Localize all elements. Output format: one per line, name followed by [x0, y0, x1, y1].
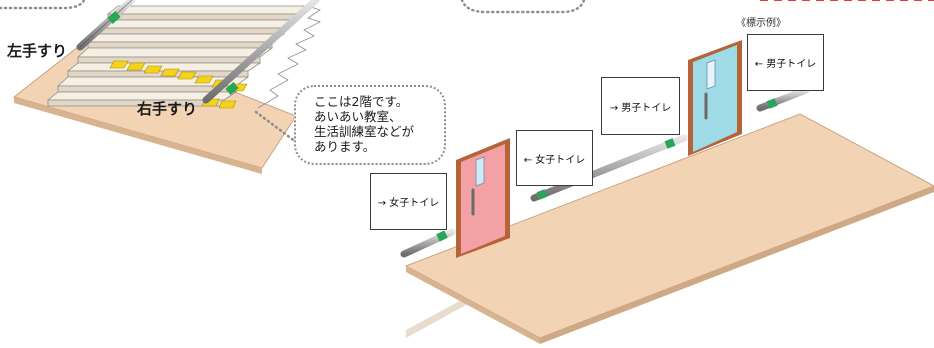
- sign-womens-left: ← 女子トイレ: [516, 130, 593, 186]
- sign-mens-right: → 男子トイレ: [601, 77, 680, 135]
- right-handrail-grip: [225, 81, 239, 96]
- left-handrail-outline: [79, 0, 133, 48]
- corridor: [400, 40, 934, 344]
- corridor-floor-edge-front: [540, 186, 934, 344]
- leader-line-bubble: [254, 110, 298, 144]
- example-caption: 《標示例》: [736, 18, 786, 29]
- corridor-floor: [404, 113, 934, 339]
- bubble-edge-top-center: [460, 0, 586, 14]
- corridor-handrail-1-grip: [436, 230, 448, 242]
- corridor-handrail-2: [530, 134, 688, 202]
- sign-mens-left: ← 男子トイレ: [747, 34, 824, 91]
- stair-side-profile: [257, 5, 322, 109]
- left-handrail-grip: [107, 10, 121, 25]
- leader-line-top-left: [0, 0, 86, 10]
- corridor-floor-edge-left: [406, 266, 540, 344]
- corridor-handrail-2-grip-right: [664, 138, 676, 149]
- staircase: [12, 0, 322, 174]
- info-bubble-line-1: ここは2階です。: [314, 94, 409, 109]
- info-bubble: ここは2階です。 あいあい教室、 生活訓練室などが あります。: [294, 85, 446, 165]
- womens-door-window: [475, 156, 485, 187]
- mens-door-window: [706, 59, 716, 90]
- stair-steps: [46, 5, 310, 107]
- mens-door-panel: [693, 45, 737, 152]
- left-handrail-label: 左手すり: [7, 42, 68, 60]
- info-bubble-line-4: あります。: [314, 139, 376, 154]
- sign-womens-right: → 女子トイレ: [370, 173, 447, 230]
- info-bubble-line-2: あいあい教室、: [314, 109, 402, 124]
- womens-door: [456, 138, 510, 258]
- womens-door-panel: [461, 144, 505, 254]
- corridor-handrail-2-grip-left: [536, 189, 548, 200]
- corridor-handrail-3: [756, 86, 810, 112]
- right-handrail: [202, 0, 320, 104]
- corridor-handrail-3-grip: [766, 98, 778, 109]
- mens-door: [688, 40, 742, 156]
- info-bubble-line-3: 生活訓練室などが: [314, 124, 415, 139]
- stair-landing-edge: [14, 97, 262, 174]
- right-handrail-label: 右手すり: [137, 100, 198, 118]
